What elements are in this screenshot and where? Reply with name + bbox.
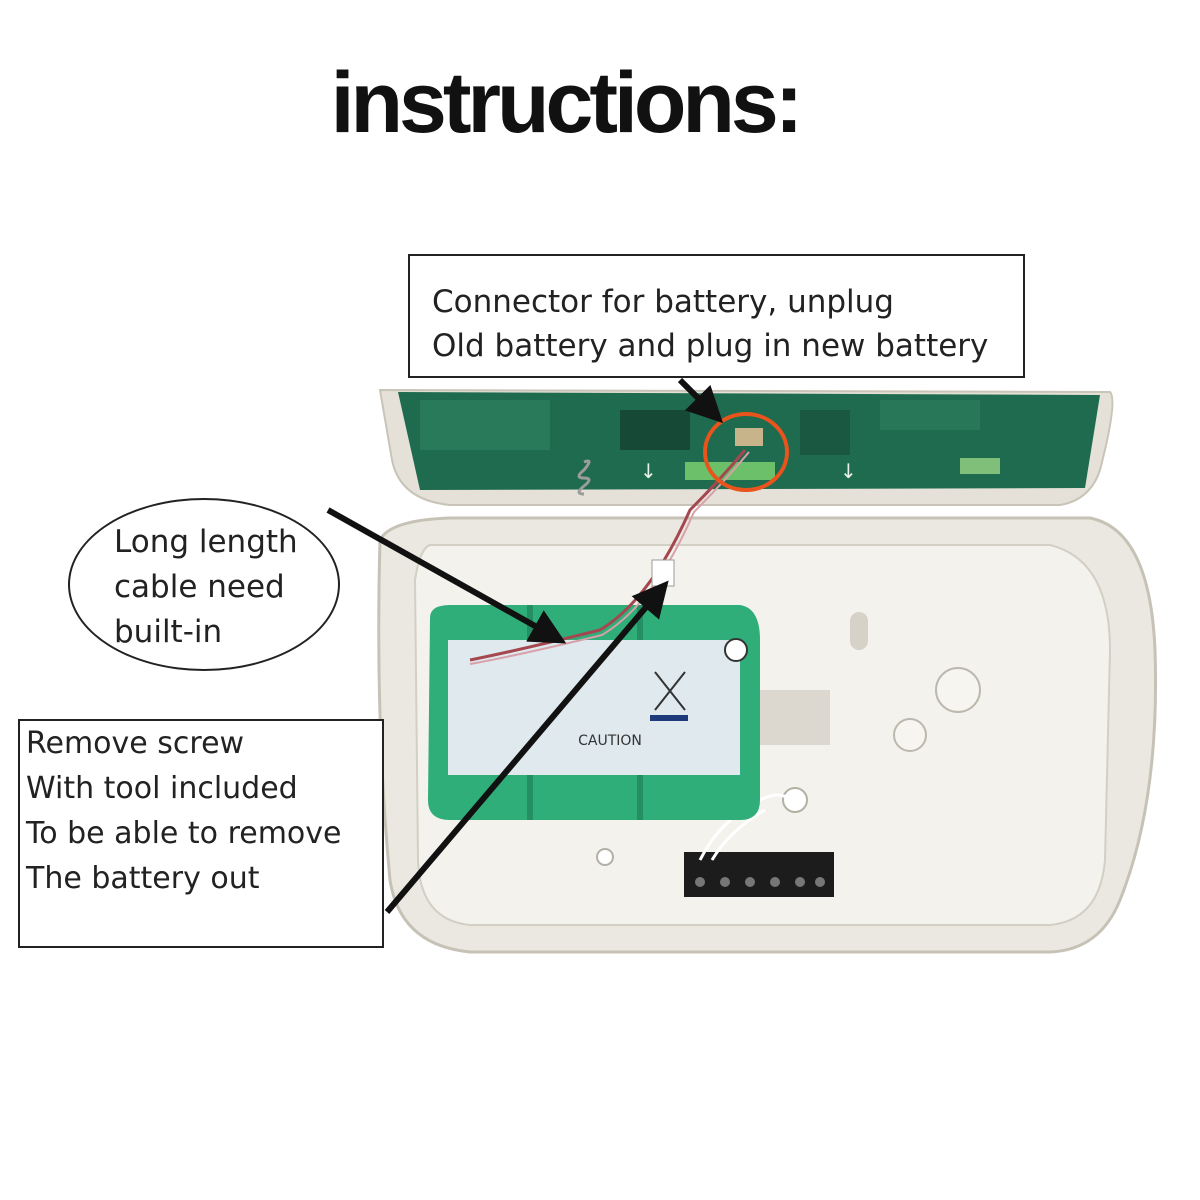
connector-callout: Connector for battery, unplug Old batter… [408, 254, 1025, 378]
svg-text:↓: ↓ [640, 459, 657, 483]
screw-callout-line-4: The battery out [26, 861, 260, 896]
connector-callout-line-1: Connector for battery, unplug [432, 284, 894, 320]
arrow-to-connector [677, 377, 724, 424]
screw-callout-line-2: With tool included [26, 771, 298, 806]
screw-callout-line-3: To be able to remove [26, 816, 342, 851]
cable-callout-line-3: built-in [114, 614, 223, 650]
circuit-board: ↓ ↓ [398, 392, 1100, 490]
arrow-to-cable [326, 507, 567, 644]
connector-highlight-circle [703, 412, 789, 492]
arrow-to-screw [384, 580, 669, 914]
screw-callout-line-1: Remove screw [26, 726, 245, 761]
svg-text:↓: ↓ [840, 459, 857, 483]
screw-callout: Remove screw With tool included To be ab… [18, 719, 384, 948]
connector-callout-line-2: Old battery and plug in new battery [432, 328, 989, 364]
cable-callout: Long length cable need built-in [68, 498, 340, 671]
cable-callout-line-1: Long length [114, 524, 298, 560]
spring-contact [577, 459, 591, 496]
cable-callout-line-2: cable need [114, 569, 285, 605]
page-title: instructions: [330, 55, 804, 151]
svg-text:CAUTION: CAUTION [578, 733, 642, 749]
